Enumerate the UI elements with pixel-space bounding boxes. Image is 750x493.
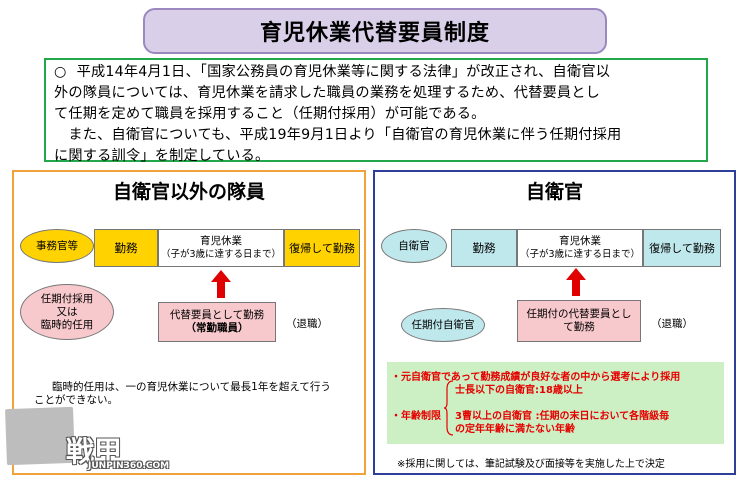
panel-sdf-personnel: 自衛官 自衛官 勤務 育児休業 （子が3歳に達する日まで） 復帰して勤務 任期付… xyxy=(373,170,736,475)
arrow-stem-left xyxy=(217,282,225,298)
intro-line-4: また、自衛官についても、平成19年9月1日より「自衛官の育児休業に伴う任期付採用 xyxy=(54,127,622,143)
intro-line-3: て任期を定めて職員を採用すること（任期付採用）が可能である。 xyxy=(54,106,486,122)
leave-title-left: 育児休業 xyxy=(200,235,242,247)
intro-bullet: ○ xyxy=(54,64,67,80)
return-box-right: 復帰して勤務 xyxy=(643,229,721,267)
panel-title-left: 自衛官以外の隊員 xyxy=(112,181,265,203)
arrow-stem-right xyxy=(572,280,580,296)
leave-sub-left: （子が3歳に達する日まで） xyxy=(160,249,282,260)
work-box-left: 勤務 xyxy=(94,229,158,267)
note-line-2: ことができない。 xyxy=(34,394,118,406)
retire-label-right: （退職） xyxy=(651,318,693,330)
watermark-logo xyxy=(5,406,75,466)
intro-box: ○平成14年4月1日、「国家公務員の育児休業等に関する法律」が改正され、自衛官以… xyxy=(44,58,708,164)
role-ellipse-left: 事務官等 xyxy=(20,229,94,263)
intro-line-2: 外の隊員については、育児休業を請求した職員の業務を処理するため、代替要員とし xyxy=(54,85,601,101)
page-title: 育児休業代替要員制度 xyxy=(143,8,607,54)
return-box-left: 復帰して勤務 xyxy=(284,229,360,267)
eligibility-line-1: ・元自衛官であって勤務成績が良好な者の中から選考により採用 xyxy=(391,372,681,383)
role-ellipse-right: 自衛官 xyxy=(381,229,447,263)
leave-box-right: 育児休業 （子が3歳に達する日まで） xyxy=(517,229,643,267)
eligibility-line-5: の定年年齢に満たない年齢 xyxy=(455,424,575,435)
brace-icon xyxy=(443,380,454,436)
retire-label-left: （退職） xyxy=(286,318,328,330)
temp-role-ellipse-right: 任期付自衛官 xyxy=(401,308,485,342)
note-line-1: 臨時的任用は、一の育児休業について最長1年を超えて行う xyxy=(52,381,331,393)
eligibility-line-3: 士長以下の自衛官:18歳以上 xyxy=(455,385,583,396)
watermark-name: 戦甲 xyxy=(66,435,123,468)
work-box-right: 勤務 xyxy=(451,229,517,267)
leave-box-left: 育児休業 （子が3歳に達する日まで） xyxy=(158,229,284,267)
eligibility-box: ・元自衛官であって勤務成績が良好な者の中から選考により採用 士長以下の自衛官:1… xyxy=(387,362,724,444)
panel-title-right: 自衛官 xyxy=(525,181,583,203)
substitute-box-right: 任期付の代替要員とし て勤務 xyxy=(517,300,641,342)
intro-line-5: に関する訓令」を制定している。 xyxy=(54,148,270,164)
eligibility-line-2: ・年齢制限 xyxy=(391,411,441,422)
substitute-box-left: 代替要員として勤務 （常勤職員） xyxy=(158,302,276,342)
up-arrow-icon xyxy=(211,270,231,282)
footnote: ※採用に関しては、筆記試験及び面接等を実施した上で決定 xyxy=(397,459,665,470)
watermark-url: JUNPIN360.COM xyxy=(88,461,170,471)
temp-role-ellipse-left: 任期付採用 又は 臨時的任用 xyxy=(20,284,114,340)
leave-sub-right: （子が3歳に達する日まで） xyxy=(519,249,641,260)
up-arrow-icon xyxy=(566,268,586,280)
panel-non-sdf-personnel: 自衛官以外の隊員 事務官等 勤務 育児休業 （子が3歳に達する日まで） 復帰して… xyxy=(12,170,366,475)
intro-line-1: ○平成14年4月1日、「国家公務員の育児休業等に関する法律」が改正され、自衛官以 xyxy=(54,64,611,80)
eligibility-line-4: 3曹以上の自衛官 :任期の末日において各階級毎 xyxy=(455,411,670,422)
leave-title-right: 育児休業 xyxy=(559,235,601,247)
